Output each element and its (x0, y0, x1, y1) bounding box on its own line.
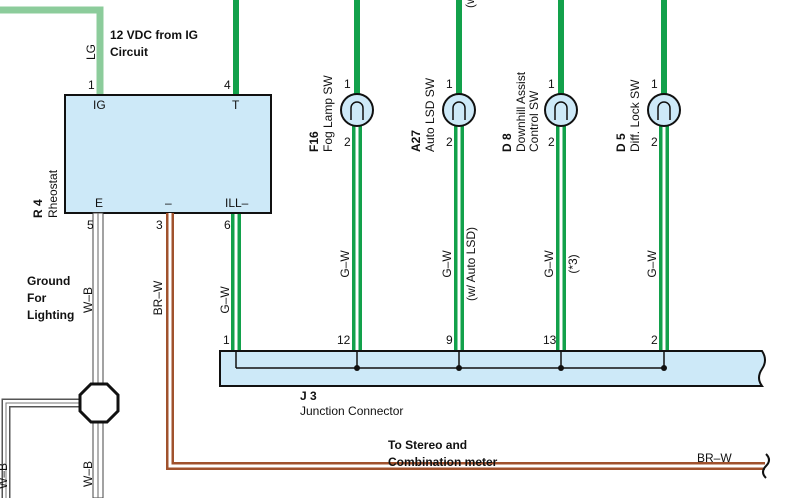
ill-gw-label: G–W (218, 286, 232, 314)
lg-wire (0, 6, 104, 95)
rheostat-terminal-t: T (232, 98, 240, 112)
d5-pin-top: 1 (651, 77, 658, 91)
partial-top-label: (w (463, 0, 477, 8)
a27-junction-pin: 9 (446, 333, 453, 347)
a27-code: A27 (409, 130, 423, 152)
f16-code: F16 (307, 131, 321, 152)
brw-wire (166, 213, 765, 470)
f16-junction-pin: 12 (337, 333, 351, 347)
d8-name-line2: Control SW (527, 90, 541, 152)
brw-label-horizontal: BR–W (697, 451, 732, 465)
ground-wb-label-lower: W–B (81, 461, 95, 487)
a27-lamp-icon (442, 93, 476, 127)
ground-note-line1: Ground (27, 274, 70, 288)
brw-break-mark (762, 453, 770, 479)
f16-wire-label: G–W (338, 250, 352, 278)
f16-name: Fog Lamp SW (321, 75, 335, 152)
rheostat-terminal-e: E (95, 196, 103, 210)
d5-junction-pin: 2 (651, 333, 658, 347)
brw-label-vertical: BR–W (151, 280, 165, 315)
d8-junction-pin: 13 (543, 333, 557, 347)
f16-gw-wire (352, 126, 362, 352)
a27-gw-wire (454, 126, 464, 352)
d8-name-line1: Downhill Assist (514, 71, 528, 152)
ground-wb-label: W–B (81, 287, 95, 313)
a27-pin-bottom: 2 (446, 135, 453, 149)
d8-pin-top: 1 (548, 77, 555, 91)
rheostat-pin-ill: 6 (224, 218, 231, 232)
d5-lamp-icon (647, 93, 681, 127)
ig-source-note-line1: 12 VDC from IG (110, 28, 198, 42)
ig-source-note-line2: Circuit (110, 45, 148, 59)
d8-code: D 8 (500, 133, 514, 152)
a27-top-wire (456, 0, 462, 95)
f16-lamp-icon (340, 93, 374, 127)
stereo-note-line1: To Stereo and (388, 438, 467, 452)
rheostat-box (64, 94, 272, 214)
f16-pin-top: 1 (344, 77, 351, 91)
rheostat-terminal-minus: – (165, 196, 172, 210)
d5-top-wire (661, 0, 667, 95)
ground-wb-label-left: W–B (0, 463, 10, 489)
d8-lamp-icon (544, 93, 578, 127)
rheostat-pin-ig: 1 (88, 78, 95, 92)
d8-pin-bottom: 2 (548, 135, 555, 149)
d5-gw-wire (659, 126, 669, 352)
ground-wb-wire (1, 212, 104, 499)
rheostat-pin-e: 5 (87, 218, 94, 232)
junction-dots (354, 365, 667, 371)
rheostat-terminal-ig: IG (93, 98, 106, 112)
ground-note-line2: For (27, 291, 47, 305)
d8-top-wire (558, 0, 564, 95)
junction-first-pin: 1 (223, 333, 230, 347)
junction-code: J 3 (300, 389, 317, 403)
rheostat-code: R 4 (31, 199, 45, 218)
d5-name: Diff. Lock SW (628, 79, 642, 152)
ill-gw-wire (231, 213, 241, 352)
a27-note: (w/ Auto LSD) (464, 227, 478, 301)
ground-splice-octagon (78, 382, 120, 424)
stereo-note-line2: Combination meter (388, 455, 498, 469)
a27-name: Auto LSD SW (423, 77, 437, 152)
a27-wire-label: G–W (440, 250, 454, 278)
lg-wire-label: LG (84, 44, 98, 60)
rheostat-name: Rheostat (46, 169, 60, 218)
d5-pin-bottom: 2 (651, 135, 658, 149)
rheostat-pin-t: 4 (224, 78, 231, 92)
a27-pin-top: 1 (446, 77, 453, 91)
rheostat-terminal-ill: ILL– (225, 196, 249, 210)
junction-name: Junction Connector (300, 404, 403, 418)
d5-wire-label: G–W (645, 250, 659, 278)
d8-gw-wire (556, 126, 566, 352)
rheostat-pin-minus: 3 (156, 218, 163, 232)
f16-top-wire (354, 0, 360, 95)
d8-note: (*3) (566, 254, 580, 273)
ground-note-line3: Lighting (27, 308, 74, 322)
d8-wire-label: G–W (542, 250, 556, 278)
d5-code: D 5 (614, 133, 628, 152)
t-wire (233, 0, 239, 95)
f16-pin-bottom: 2 (344, 135, 351, 149)
